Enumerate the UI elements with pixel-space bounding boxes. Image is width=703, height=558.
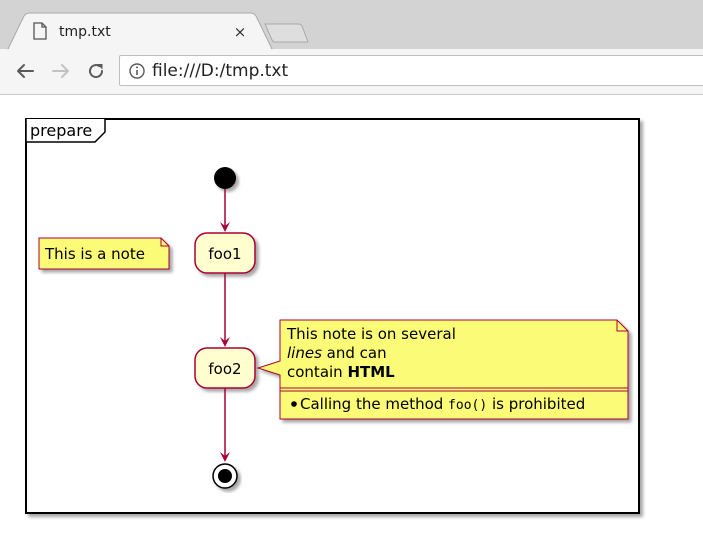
start-node: [214, 167, 236, 189]
end-node-inner: [218, 469, 232, 483]
forward-button[interactable]: [49, 59, 73, 83]
new-tab-icon: [264, 23, 309, 43]
tab-close-button[interactable]: ×: [233, 23, 247, 41]
partition-label: prepare: [30, 121, 92, 140]
note-right-line2: lines and can: [287, 344, 387, 362]
partition-label-tab: [25, 119, 106, 143]
note-right-line1: This note is on several: [286, 325, 456, 343]
info-icon[interactable]: [128, 62, 146, 84]
activity-foo2-label: foo2: [208, 360, 241, 378]
tab-strip: tmp.txt ×: [0, 0, 703, 49]
note-left-text: This is a note: [44, 245, 145, 263]
note-right-fold: [616, 320, 628, 332]
toolbar: file:///D:/tmp.txt: [0, 49, 703, 95]
forward-arrow-icon: [52, 64, 69, 78]
url-text[interactable]: file:///D:/tmp.txt: [152, 61, 289, 81]
arrowhead: [220, 222, 230, 232]
reload-icon: [89, 64, 104, 79]
note-left: [38, 237, 170, 270]
reload-button[interactable]: [84, 59, 108, 83]
back-arrow-icon: [17, 64, 34, 78]
address-bar[interactable]: file:///D:/tmp.txt: [119, 55, 703, 86]
activity-foo1-label: foo1: [208, 245, 241, 263]
note-right-bullet: Calling the method foo() is prohibited: [300, 395, 585, 413]
page-content: prepare foo1 foo2 This is a: [0, 95, 703, 558]
active-tab[interactable]: [7, 12, 273, 49]
note-left-fold: [160, 238, 169, 247]
partition-frame: [25, 118, 640, 514]
back-button[interactable]: [13, 59, 37, 83]
arrowhead: [220, 452, 230, 462]
note-right: [256, 319, 629, 420]
arrowhead: [220, 337, 230, 347]
note-right-line3: contain HTML: [287, 363, 395, 381]
tab-shapes: [7, 12, 273, 49]
activity-diagram: prepare foo1 foo2 This is a: [25, 118, 640, 514]
bullet-icon: [291, 401, 297, 407]
tab-title: tmp.txt: [59, 24, 111, 40]
